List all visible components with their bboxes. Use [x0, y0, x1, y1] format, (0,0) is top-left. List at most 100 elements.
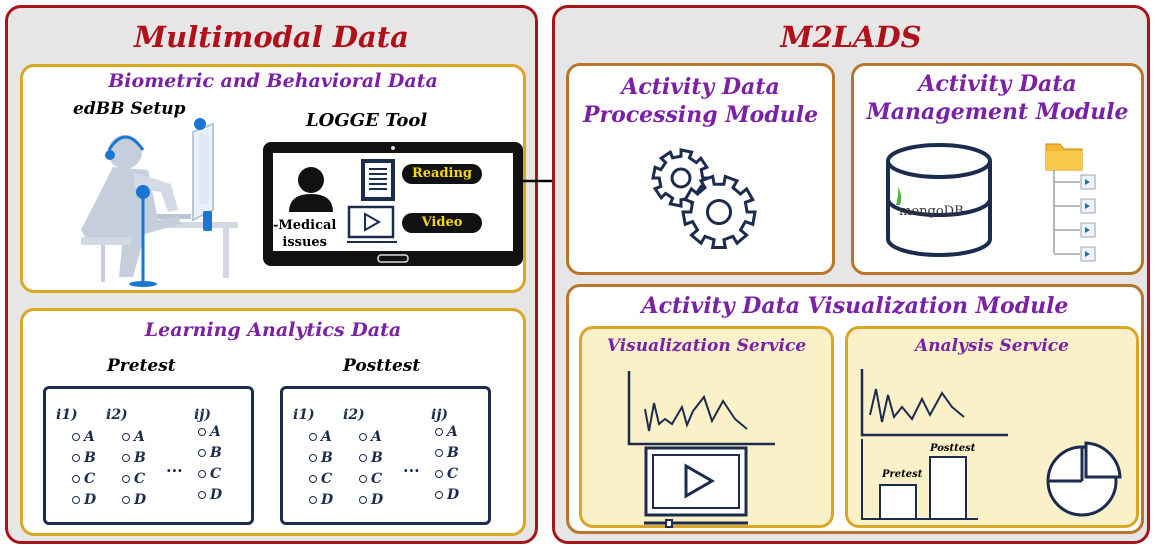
- mongodb-label: mongoDB: [899, 204, 964, 219]
- processing-module-title: Activity Data Processing Module: [582, 74, 819, 128]
- multimodal-data-panel: Multimodal Data Biometric and Behavioral…: [5, 5, 538, 544]
- quiz-option[interactable]: B: [435, 445, 459, 461]
- biometric-data-box: Biometric and Behavioral Data edBB Setup…: [20, 64, 526, 293]
- radio-circle-icon: [435, 449, 443, 457]
- quiz-option-letter: C: [134, 471, 146, 487]
- quiz-option[interactable]: C: [309, 471, 332, 487]
- radio-circle-icon: [72, 454, 80, 462]
- radio-circle-icon: [359, 433, 367, 441]
- quiz-ellipsis: ...: [403, 457, 420, 476]
- quiz-option[interactable]: B: [72, 450, 96, 466]
- edbb-setup-label: edBB Setup: [73, 99, 186, 119]
- quiz-option[interactable]: A: [122, 429, 145, 445]
- gears-icon: [651, 148, 757, 249]
- radio-circle-icon: [359, 496, 367, 504]
- video-player-icon: [644, 446, 748, 528]
- radio-circle-icon: [198, 491, 206, 499]
- quiz-option[interactable]: D: [122, 492, 146, 508]
- learning-analytics-box: Learning Analytics Data Pretest Posttest…: [20, 308, 526, 536]
- quiz-option-letter: A: [84, 429, 95, 445]
- quiz-option-letter: A: [371, 429, 382, 445]
- quiz-option[interactable]: C: [122, 471, 145, 487]
- radio-circle-icon: [122, 496, 130, 504]
- management-module-title: Activity Data Management Module: [866, 71, 1129, 125]
- radio-circle-icon: [309, 475, 317, 483]
- analysis-service-box: Analysis Service Pretest Posttest: [845, 326, 1139, 528]
- quiz-item-label: ij): [194, 407, 212, 423]
- quiz-option[interactable]: A: [198, 424, 221, 440]
- radio-circle-icon: [359, 454, 367, 462]
- radio-circle-icon: [122, 454, 130, 462]
- quiz-option[interactable]: B: [309, 450, 333, 466]
- radio-circle-icon: [198, 470, 206, 478]
- quiz-option-letter: B: [134, 450, 146, 466]
- quiz-option-letter: B: [447, 445, 459, 461]
- quiz-option[interactable]: A: [309, 429, 332, 445]
- visualization-module-box: Activity Data Visualization Module Visua…: [566, 284, 1144, 534]
- bar-chart-icon: [861, 439, 978, 520]
- quiz-item-label: i2): [343, 407, 365, 423]
- quiz-option-letter: C: [447, 466, 459, 482]
- quiz-option-letter: D: [210, 487, 223, 503]
- medical-issues-label: -Medical issues: [273, 218, 337, 250]
- biometric-data-title: Biometric and Behavioral Data: [108, 70, 438, 92]
- quiz-option[interactable]: C: [72, 471, 95, 487]
- quiz-option-letter: C: [371, 471, 383, 487]
- quiz-option-letter: A: [134, 429, 145, 445]
- quiz-option-letter: D: [321, 492, 334, 508]
- quiz-option[interactable]: A: [435, 424, 458, 440]
- analysis-pretest-label: Pretest: [882, 469, 923, 480]
- quiz-option[interactable]: B: [122, 450, 146, 466]
- analysis-line-chart-icon: [860, 369, 1008, 437]
- radio-circle-icon: [435, 491, 443, 499]
- quiz-option-letter: A: [447, 424, 458, 440]
- quiz-option[interactable]: B: [359, 450, 383, 466]
- quiz-option-letter: B: [371, 450, 383, 466]
- radio-circle-icon: [122, 475, 130, 483]
- processing-module-box: Activity Data Processing Module: [566, 63, 835, 275]
- quiz-option[interactable]: C: [359, 471, 382, 487]
- quiz-option-letter: B: [84, 450, 96, 466]
- quiz-option-letter: B: [210, 445, 222, 461]
- pie-chart-icon: [1046, 441, 1122, 517]
- radio-circle-icon: [309, 433, 317, 441]
- radio-circle-icon: [122, 433, 130, 441]
- logge-tool-label: LOGGE Tool: [306, 110, 428, 131]
- quiz-option[interactable]: A: [359, 429, 382, 445]
- quiz-option[interactable]: B: [198, 445, 222, 461]
- radio-circle-icon: [309, 454, 317, 462]
- management-module-box: Activity Data Management Module mongoDB: [851, 63, 1144, 275]
- radio-circle-icon: [198, 449, 206, 457]
- quiz-option[interactable]: D: [198, 487, 222, 503]
- edbb-person-illustration: [81, 118, 238, 287]
- reading-pill-label[interactable]: Reading: [411, 166, 473, 181]
- quiz-option-letter: D: [134, 492, 147, 508]
- visualization-service-box: Visualization Service: [579, 326, 834, 528]
- m2lads-panel: M2LADS Activity Data Processing Module A…: [552, 5, 1150, 544]
- quiz-option-letter: C: [321, 471, 333, 487]
- video-pill-label[interactable]: Video: [421, 215, 463, 230]
- visualization-module-title: Activity Data Visualization Module: [641, 293, 1069, 319]
- quiz-option[interactable]: D: [72, 492, 96, 508]
- radio-circle-icon: [198, 428, 206, 436]
- analysis-posttest-label: Posttest: [930, 443, 976, 454]
- logge-tablet-illustration: [263, 142, 523, 266]
- quiz-option[interactable]: A: [72, 429, 95, 445]
- radio-circle-icon: [359, 475, 367, 483]
- radio-circle-icon: [309, 496, 317, 504]
- quiz-option[interactable]: D: [359, 492, 383, 508]
- analysis-service-title: Analysis Service: [915, 336, 1069, 356]
- quiz-option[interactable]: C: [198, 466, 221, 482]
- pretest-label: Pretest: [107, 356, 176, 376]
- quiz-option-letter: C: [210, 466, 222, 482]
- quiz-item-label: i1): [56, 407, 78, 423]
- quiz-option-letter: D: [447, 487, 460, 503]
- quiz-option[interactable]: D: [435, 487, 459, 503]
- radio-circle-icon: [435, 470, 443, 478]
- quiz-option[interactable]: D: [309, 492, 333, 508]
- quiz-item-label: i1): [293, 407, 315, 423]
- quiz-option[interactable]: C: [435, 466, 458, 482]
